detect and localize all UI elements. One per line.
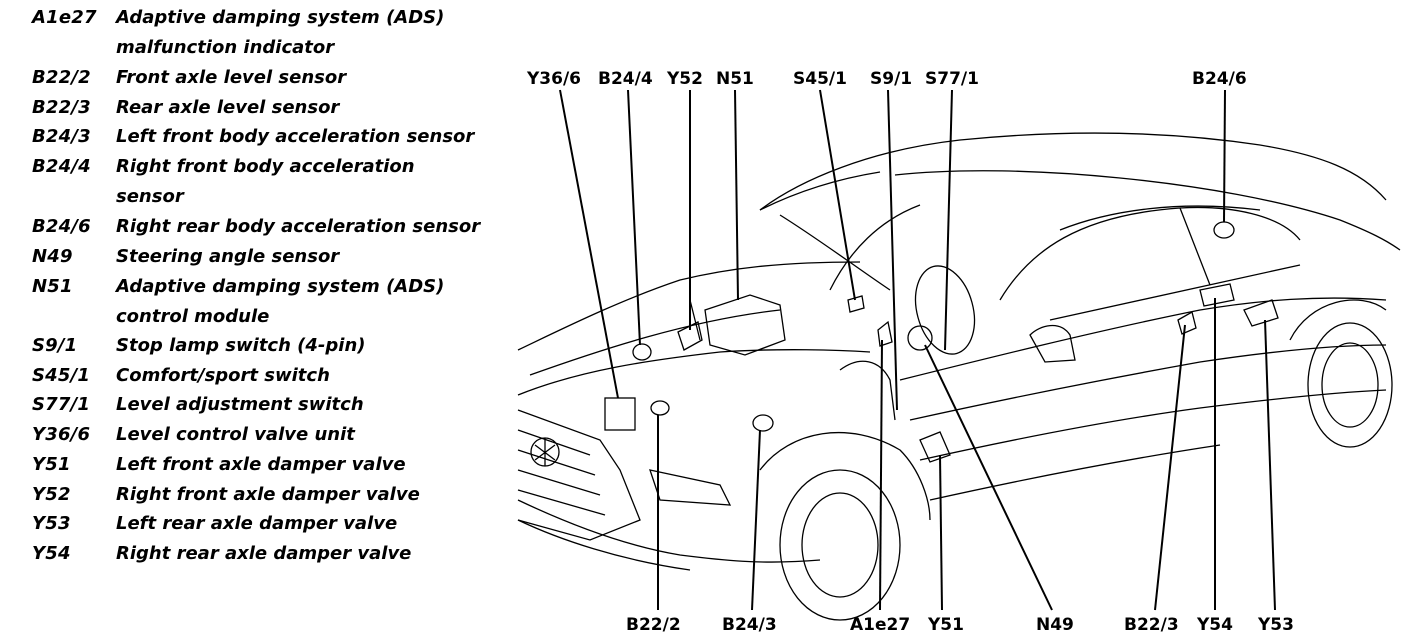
legend-code: B22/2 bbox=[32, 67, 91, 88]
legend-code: B24/4 bbox=[32, 156, 91, 177]
diagram-label-y53: Y53 bbox=[1257, 615, 1294, 635]
legend-entry-n49: N49 Steering angle sensor bbox=[0, 242, 500, 272]
legend-description: Rear axle level sensor bbox=[116, 97, 340, 118]
indicator-a1e27-icon bbox=[877, 320, 893, 347]
legend-entry-y53: Y53 Left rear axle damper valve bbox=[0, 509, 500, 539]
diagram-label-b24-3: B24/3 bbox=[722, 615, 777, 635]
diagram-label-b24-4: B24/4 bbox=[598, 69, 653, 89]
diagram-labels-top: Y36/6 B24/4 Y52 N51 S45/1 S9/1 S77/1 B24… bbox=[526, 69, 1247, 89]
legend-code: Y36/6 bbox=[32, 424, 91, 445]
legend-code: A1e27 bbox=[32, 7, 97, 28]
legend-code: S9/1 bbox=[32, 335, 78, 356]
damper-y51-icon bbox=[919, 431, 951, 463]
diagram-label-y51: Y51 bbox=[927, 615, 964, 635]
car-outline bbox=[517, 132, 1401, 621]
sensor-b24-4-icon bbox=[632, 343, 652, 361]
valve-unit-y36-6-icon bbox=[604, 397, 636, 431]
diagram-label-b22-3: B22/3 bbox=[1124, 615, 1179, 635]
legend-code: Y54 bbox=[32, 543, 71, 564]
legend-description: Right front axle damper valve bbox=[116, 484, 420, 505]
legend-code: Y52 bbox=[32, 484, 71, 505]
control-module-n51-icon bbox=[704, 294, 786, 356]
legend-description: Right front body acceleration bbox=[116, 156, 415, 177]
legend-entry-y36-6: Y36/6 Level control valve unit bbox=[0, 420, 500, 450]
legend-entry-a1e27: A1e27 Adaptive damping system (ADS) malf… bbox=[0, 3, 500, 58]
legend-description: Front axle level sensor bbox=[116, 67, 347, 88]
legend-description: Left rear axle damper valve bbox=[116, 513, 398, 534]
legend-code: N51 bbox=[32, 276, 73, 297]
diagram-label-b24-6: B24/6 bbox=[1192, 69, 1247, 89]
diagram-label-b22-2: B22/2 bbox=[626, 615, 681, 635]
legend-entry-b24-3: B24/3 Left front body acceleration senso… bbox=[0, 122, 500, 152]
legend-entry-s45-1: S45/1 Comfort/sport switch bbox=[0, 361, 500, 391]
component-legend: A1e27 Adaptive damping system (ADS) malf… bbox=[0, 0, 500, 600]
steering-sensor-n49-icon bbox=[907, 325, 933, 351]
diagram-label-y52: Y52 bbox=[666, 69, 703, 89]
switch-s45-1-icon bbox=[847, 295, 865, 313]
legend-description: Left front axle damper valve bbox=[116, 454, 406, 475]
legend-entry-s9-1: S9/1 Stop lamp switch (4-pin) bbox=[0, 331, 500, 361]
diagram-label-y54: Y54 bbox=[1196, 615, 1233, 635]
legend-entry-y54: Y54 Right rear axle damper valve bbox=[0, 539, 500, 569]
diagram-label-s45-1: S45/1 bbox=[793, 69, 847, 89]
legend-code: S45/1 bbox=[32, 365, 91, 386]
legend-entry-b22-2: B22/2 Front axle level sensor bbox=[0, 63, 500, 93]
component-markers bbox=[604, 221, 1279, 463]
legend-code: B24/6 bbox=[32, 216, 91, 237]
legend-description: Left front body acceleration sensor bbox=[116, 126, 475, 147]
legend-code: Y51 bbox=[32, 454, 71, 475]
sensor-b22-3-icon bbox=[1177, 311, 1197, 335]
legend-code: B22/3 bbox=[32, 97, 91, 118]
legend-entry-b24-4: B24/4 Right front body acceleration sens… bbox=[0, 152, 500, 207]
damper-y54-icon bbox=[1199, 283, 1235, 307]
damper-y52-icon bbox=[677, 321, 703, 351]
damper-y53-icon bbox=[1243, 299, 1279, 327]
diagram-labels-bottom: B22/2 B24/3 A1e27 Y51 N49 B22/3 Y54 Y53 bbox=[626, 615, 1294, 635]
legend-entry-n51: N51 Adaptive damping system (ADS) contro… bbox=[0, 272, 500, 327]
legend-entry-b22-3: B22/3 Rear axle level sensor bbox=[0, 93, 500, 123]
sensor-b24-3-icon bbox=[752, 414, 774, 432]
legend-description: Stop lamp switch (4-pin) bbox=[116, 335, 366, 356]
sensor-b24-6-icon bbox=[1213, 221, 1235, 239]
leader-lines bbox=[559, 89, 1276, 611]
legend-code: N49 bbox=[32, 246, 73, 267]
legend-description-continued: malfunction indicator bbox=[116, 37, 335, 58]
diagram-label-n49: N49 bbox=[1036, 615, 1074, 635]
legend-code: B24/3 bbox=[32, 126, 91, 147]
legend-description: Right rear body acceleration sensor bbox=[116, 216, 481, 237]
legend-description-continued: sensor bbox=[116, 186, 184, 207]
legend-description-continued: control module bbox=[116, 306, 270, 327]
legend-code: S77/1 bbox=[32, 394, 91, 415]
legend-description: Steering angle sensor bbox=[116, 246, 340, 267]
diagram-label-n51: N51 bbox=[716, 69, 754, 89]
legend-code: Y53 bbox=[32, 513, 71, 534]
legend-entry-y52: Y52 Right front axle damper valve bbox=[0, 480, 500, 510]
diagram-label-y36-6: Y36/6 bbox=[526, 69, 581, 89]
legend-description: Level control valve unit bbox=[116, 424, 355, 445]
legend-entry-b24-6: B24/6 Right rear body acceleration senso… bbox=[0, 212, 500, 242]
legend-description: Level adjustment switch bbox=[116, 394, 364, 415]
legend-description: Right rear axle damper valve bbox=[116, 543, 412, 564]
legend-description: Comfort/sport switch bbox=[116, 365, 330, 386]
legend-entry-y51: Y51 Left front axle damper valve bbox=[0, 450, 500, 480]
legend-description: Adaptive damping system (ADS) bbox=[116, 276, 445, 297]
diagram-label-s77-1: S77/1 bbox=[925, 69, 979, 89]
legend-description: Adaptive damping system (ADS) bbox=[116, 7, 445, 28]
sensor-b22-2-icon bbox=[650, 400, 670, 416]
legend-entry-s77-1: S77/1 Level adjustment switch bbox=[0, 390, 500, 420]
diagram-label-a1e27: A1e27 bbox=[850, 615, 910, 635]
diagram-label-s9-1: S9/1 bbox=[870, 69, 912, 89]
